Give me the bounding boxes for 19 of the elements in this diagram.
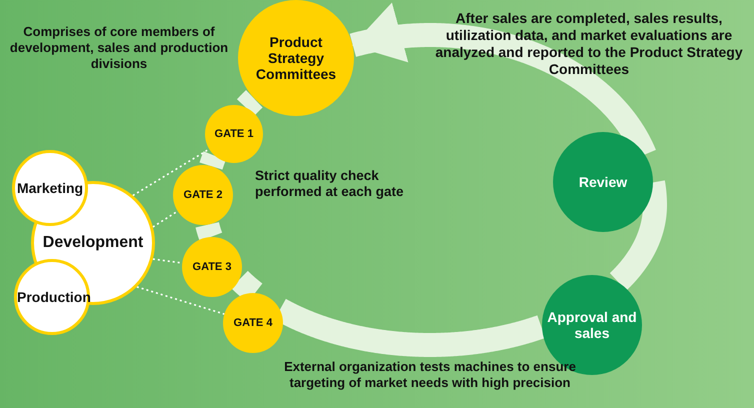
dotted-line	[152, 258, 182, 264]
gate-circle	[223, 293, 283, 353]
note-text: After sales are completed, sales results, utilization data, and market evaluations are analyzed and reported to the Product Strategy Committees	[434, 10, 744, 78]
gate-label: GATE 2	[184, 188, 222, 202]
stage-label: Approval and sales	[546, 308, 638, 342]
gate-label: GATE 3	[192, 260, 232, 274]
division-label: Development	[42, 234, 144, 252]
dotted-line	[152, 210, 178, 228]
stage-label: Review	[578, 174, 628, 190]
gate-label: GATE 1	[214, 128, 254, 140]
division-label: Marketing	[16, 180, 84, 196]
gate-circle	[173, 165, 233, 225]
gate-label: GATE 4	[234, 316, 272, 330]
dotted-line	[132, 148, 210, 196]
committee-label: Product Strategy Committees	[254, 34, 338, 82]
note-text: Comprises of core members of development, sales and production divisions	[8, 24, 230, 72]
note-text: Strict quality check performed at each gate	[255, 168, 405, 201]
gate-circle	[205, 105, 263, 163]
dotted-line	[136, 286, 225, 315]
